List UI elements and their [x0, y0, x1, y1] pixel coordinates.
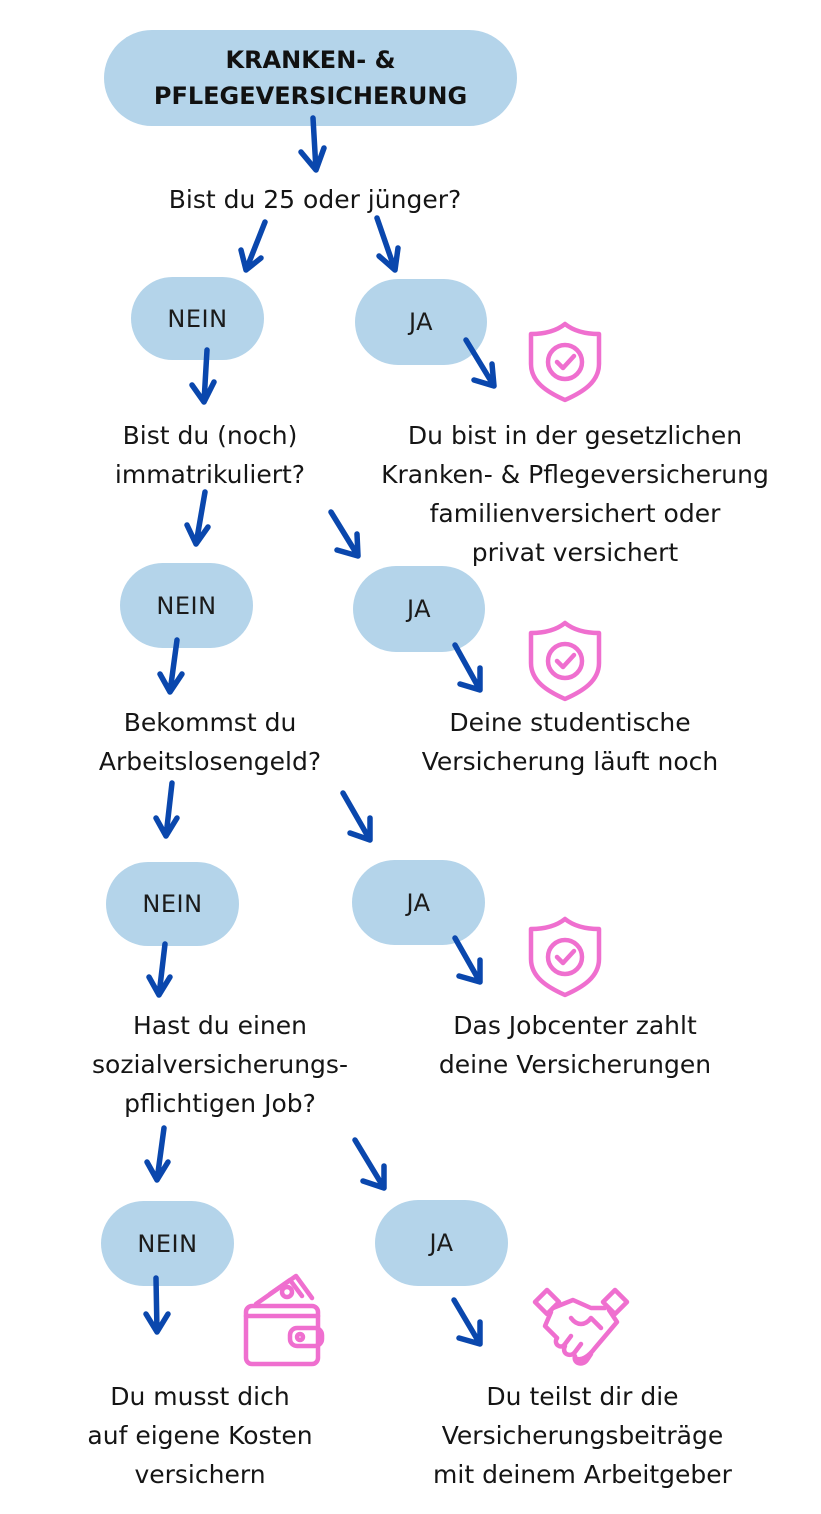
handshake-icon [532, 1287, 630, 1366]
arrow-no3-to-q4 [146, 941, 173, 998]
shield-check-icon [528, 916, 602, 998]
arrow-q1-to-yes [374, 215, 401, 273]
arrow-yes4-to-result4 [451, 1297, 483, 1347]
answer-no-4: NEIN [101, 1201, 234, 1286]
arrow-q2-to-yes [328, 509, 361, 559]
title-line-2: PFLEGEVERSICHERUNG [153, 82, 468, 110]
arrow-yes3-to-result3 [452, 935, 483, 985]
answer-yes-2: JA [353, 566, 485, 652]
title-pill: KRANKEN- & PFLEGEVERSICHERUNG [104, 30, 517, 126]
answer-no-3: NEIN [106, 862, 239, 946]
result-family-insured: Du bist in der gesetzlichen Kranken- & P… [381, 421, 769, 567]
arrow-q3-to-yes [340, 790, 373, 843]
question-enrolled: Bist du (noch) immatrikuliert? [114, 421, 306, 489]
result-employer-share: Du teilst dir die Versicherungsbeiträge … [433, 1382, 732, 1489]
arrow-no1-to-q2 [189, 347, 217, 405]
arrow-q4-to-no [144, 1125, 171, 1183]
wallet-money-icon [243, 1273, 325, 1367]
result-student-insurance: Deine studentische Versicherung läuft no… [421, 708, 719, 776]
arrow-yes1-to-result1 [463, 337, 497, 389]
title-line-1: KRANKEN- & [225, 46, 396, 74]
arrow-yes2-to-result2 [452, 642, 483, 693]
arrow-no2-to-q3 [157, 637, 185, 695]
arrow-q4-to-yes [352, 1137, 387, 1191]
answer-yes-1: JA [355, 279, 487, 365]
answer-yes-4: JA [375, 1200, 508, 1286]
question-job: Hast du einen sozialversicherungs- pflic… [92, 1011, 348, 1118]
question-age: Bist du 25 oder jünger? [168, 185, 462, 214]
question-unemployment: Bekommst du Arbeitslosengeld? [98, 708, 322, 776]
result-self-insure: Du musst dich auf eigene Kosten versiche… [87, 1382, 313, 1489]
arrow-title-to-q1 [298, 115, 327, 173]
answer-no-2: NEIN [120, 563, 253, 648]
flow-arrows [143, 115, 497, 1347]
shield-check-icon [528, 321, 602, 403]
answer-no-1: NEIN [131, 277, 264, 360]
answer-yes-3: JA [352, 860, 485, 945]
arrow-q2-to-no [184, 489, 211, 547]
arrow-q1-to-no [238, 219, 268, 273]
shield-check-icon [528, 620, 602, 702]
arrow-q3-to-no [153, 780, 180, 839]
arrow-no4-to-result5 [143, 1275, 171, 1335]
result-jobcenter: Das Jobcenter zahlt deine Versicherungen [438, 1011, 712, 1079]
